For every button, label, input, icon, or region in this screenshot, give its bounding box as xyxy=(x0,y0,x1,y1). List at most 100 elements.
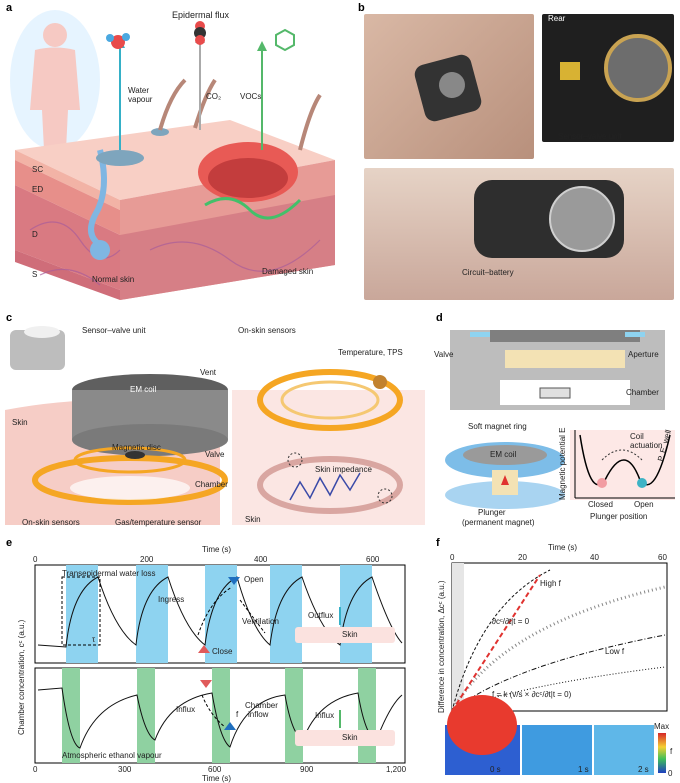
rear-contacts xyxy=(560,62,580,80)
equation-label: f = k (v/s × ∂cᶜ/∂t|t = 0) xyxy=(492,690,572,699)
slope-line xyxy=(451,574,541,712)
e-top-tick: 400 xyxy=(254,555,268,564)
skin-front-sc xyxy=(15,150,120,210)
ethanol-band xyxy=(358,668,376,763)
open-state-dot xyxy=(637,478,647,488)
panel-label-c: c xyxy=(6,312,13,324)
close-marker xyxy=(198,645,210,653)
skin-cross-section-illustration xyxy=(10,10,335,300)
panel-c: c Sensor–valve unit Skin EM coil Vent Ma… xyxy=(0,310,425,530)
concentration-difference-chart xyxy=(445,562,668,775)
tps-marker xyxy=(287,452,303,468)
d-actuation-label: actuation xyxy=(630,441,663,450)
tau-box xyxy=(61,576,101,646)
e-top-tick: 0 xyxy=(33,555,38,564)
layer-ed: ED xyxy=(32,185,44,194)
skin-label-bottom: Skin xyxy=(342,733,358,742)
d-coil-label: Coil xyxy=(630,432,644,441)
device-rear-photo xyxy=(542,14,674,142)
c-valve-label: Valve xyxy=(205,450,225,459)
tewl-label: Transepidermal water loss xyxy=(62,569,156,578)
co2-molecule-icon xyxy=(195,35,205,45)
panel-a: a xyxy=(0,0,345,305)
chamber-base xyxy=(70,476,190,500)
skin-right-d xyxy=(120,195,335,300)
map-1s-label: 1 s xyxy=(578,765,589,774)
blue-pad-left xyxy=(470,332,490,337)
chamber-inflow2-label: inflow xyxy=(248,710,269,719)
tau-label: τ xyxy=(92,635,96,644)
measured-curve xyxy=(450,585,666,712)
ethanol-band xyxy=(212,668,230,763)
e-ylabel: Chamber concentration, cᶜ (a.u.) xyxy=(17,619,26,735)
rear-dial xyxy=(604,34,672,102)
duct-opening xyxy=(96,150,144,166)
influx-marker-red xyxy=(200,680,212,688)
blue-pad-right xyxy=(625,332,645,337)
d-valve-label: Valve xyxy=(434,350,454,359)
chamber-window xyxy=(539,387,571,399)
c-on-skin-label: On-skin sensors xyxy=(22,518,80,527)
hair xyxy=(158,78,187,131)
pe-plot-frame xyxy=(570,430,675,500)
c-em-coil-label: EM coil xyxy=(130,385,157,394)
ingress-arrow xyxy=(197,586,233,636)
close-label: Close xyxy=(212,647,233,656)
d-xlabel: Plunger position xyxy=(590,512,648,521)
c-chamber-label: Chamber xyxy=(195,480,228,489)
c-skin-label: Skin xyxy=(12,418,28,427)
small-pore xyxy=(151,128,169,136)
d-plunger2-label: (permanent magnet) xyxy=(462,518,535,527)
layer-d: D xyxy=(32,230,38,239)
valve-open-band xyxy=(340,565,372,663)
ethanol-band xyxy=(137,668,155,763)
f-shaded-start xyxy=(452,563,464,711)
colourbar-max: Max xyxy=(654,722,670,731)
rear-label: Rear xyxy=(548,14,566,23)
valve-cap xyxy=(490,330,640,342)
impedance-zigzag xyxy=(289,472,361,501)
map-2s-label: 2 s xyxy=(638,765,649,774)
d-closed-label: Closed xyxy=(588,500,613,509)
skin-box-top xyxy=(295,627,395,643)
c-temp-tps-label: Temperature, TPS xyxy=(338,348,403,357)
e-top-tick: 600 xyxy=(366,555,380,564)
open-label: Open xyxy=(244,575,264,584)
impedance-marker xyxy=(377,488,393,504)
epidermal-flux-title: Epidermal flux xyxy=(172,10,230,20)
panel-b: b Rear Sensor–valve unit Circuit–battery xyxy=(350,0,680,305)
ethanol-band xyxy=(62,668,80,763)
sensor-valve-unit-label: Sensor–valve unit xyxy=(558,132,622,141)
colour-bar xyxy=(658,733,666,773)
damaged-crater-inner xyxy=(208,158,288,198)
f-tick: 60 xyxy=(658,553,667,562)
vocs-label: VOCs xyxy=(240,92,262,101)
human-body xyxy=(30,47,80,150)
e-top-axis-title: Time (s) xyxy=(202,545,232,554)
co2-label: CO₂ xyxy=(206,92,222,101)
colourbar-f: f xyxy=(670,747,673,756)
hair xyxy=(298,93,322,151)
map-0s-label: 0 s xyxy=(490,765,501,774)
simulation-map-0s-hot xyxy=(447,695,517,755)
skin-front-d xyxy=(15,185,120,290)
damaged-skin-label: Damaged skin xyxy=(262,267,314,276)
plunger-arrow xyxy=(501,475,509,485)
skin-label-top: Skin xyxy=(342,630,358,639)
chamber-concentration-chart xyxy=(34,564,406,764)
d-ylabel: Magnetic potential E xyxy=(558,427,567,501)
panel-label-b: b xyxy=(358,2,365,14)
high-f-label: High f xyxy=(540,579,561,588)
d-plunger-label: Plunger xyxy=(478,508,506,517)
c-vent-label: Vent xyxy=(200,368,217,377)
low-f-curve xyxy=(451,634,666,712)
ventilation-label: Ventilation xyxy=(242,617,279,626)
influx2-label: Influx xyxy=(315,711,335,720)
influx-arrow xyxy=(201,694,226,728)
e-top-tick: 200 xyxy=(140,555,154,564)
normal-skin-label: Normal skin xyxy=(92,275,135,284)
e-bottom-tick: 300 xyxy=(118,765,132,774)
skin-front-s xyxy=(15,250,120,300)
temperature-sensor-ring xyxy=(257,369,403,431)
small-device-top xyxy=(24,326,60,338)
